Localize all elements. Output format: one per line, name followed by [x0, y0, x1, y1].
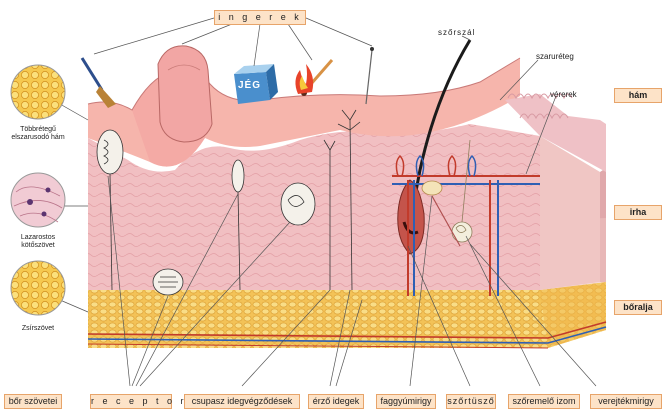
- arrector-pili-label: szőremelő izom: [508, 394, 580, 409]
- inset-fat-caption: Zsírszövet: [21, 325, 55, 332]
- stimuli-label: i n g e r e k: [214, 10, 306, 25]
- receptors: [96, 129, 316, 296]
- dermis-label: irha: [614, 205, 662, 220]
- deep-vessels: [87, 321, 607, 349]
- inset-connective: [10, 172, 66, 228]
- hair-follicle-label: szőrtüsző: [446, 394, 496, 409]
- free-nerve-endings-label: csupasz idegvégződések: [184, 394, 300, 409]
- ice-block-text: JÉG: [238, 80, 262, 91]
- hair-shaft-label: szőrszál: [438, 28, 476, 37]
- inset-connective-fibers: [13, 186, 63, 223]
- skin-tissues-label: bőr szövetei: [4, 394, 62, 409]
- blood-vessels: [392, 154, 540, 296]
- inset-fat: [10, 260, 66, 316]
- match-flame: [295, 59, 334, 96]
- leader-lines: [59, 17, 597, 387]
- inset-epithelium: [10, 64, 66, 120]
- brush-stimulus: [80, 57, 116, 108]
- tissue-insets: [10, 64, 66, 316]
- glands: [421, 139, 473, 247]
- krause-bulb: [280, 182, 316, 226]
- epidermis-label: hám: [614, 88, 662, 103]
- sweat-gland-label: verejtékmirigy: [590, 394, 662, 409]
- finger: [157, 45, 213, 143]
- free-nerve-endings: [323, 109, 361, 291]
- sensory-nerves-label: érző idegek: [308, 394, 364, 409]
- stratum-corneum-label: szaruréteg: [536, 52, 574, 61]
- ice-block: [234, 64, 278, 104]
- sebaceous-gland-label: faggyúmirigy: [376, 394, 436, 409]
- blood-vessels-label: vérerek: [550, 90, 577, 99]
- inset-connective-caption: Lazarostos kötőszövet: [20, 234, 56, 249]
- ruffini-ending: [231, 159, 245, 193]
- receptors-label: r e c e p t o r o k: [90, 394, 210, 409]
- hypodermis-label: bőralja: [614, 300, 662, 315]
- pin: [365, 47, 374, 105]
- meissner-corpuscle: [96, 129, 124, 175]
- inset-epithelium-caption: Többrétegű elszarusodó hám: [11, 126, 65, 141]
